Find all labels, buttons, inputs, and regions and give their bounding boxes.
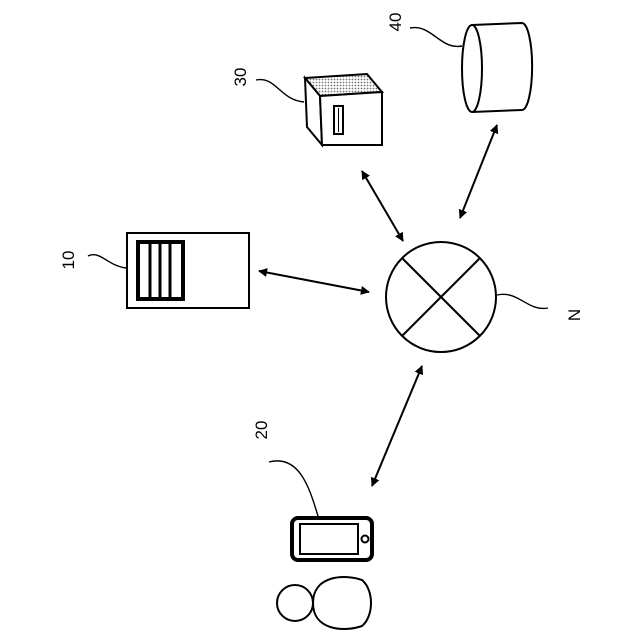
box-device-icon [305,74,382,145]
user-terminal: 20 [252,421,372,560]
person-icon [277,577,371,629]
network-leader-line [497,294,548,308]
server-leader-line [88,255,126,268]
device: 30 [231,68,382,145]
arrow-device-network [362,171,403,241]
server-ref-label: 10 [59,251,78,270]
smartphone-icon [292,518,372,560]
network-circle-icon [386,242,496,352]
database: 40 [386,13,532,112]
device-ref-label: 30 [231,68,250,87]
user [277,577,371,629]
server-rack-icon [127,233,249,308]
network: N [386,242,584,352]
arrow-terminal-network [372,366,422,486]
user-terminal-leader-line [269,461,318,516]
connections [259,125,497,486]
database-cylinder-icon [462,23,532,112]
device-leader-line [256,80,304,102]
arrow-server-network [259,271,369,292]
network-ref-label: N [565,309,584,321]
server: 10 [59,233,249,308]
arrow-database-network [460,125,497,218]
user-terminal-ref-label: 20 [252,421,271,440]
database-leader-line [410,28,462,47]
database-ref-label: 40 [386,13,405,32]
